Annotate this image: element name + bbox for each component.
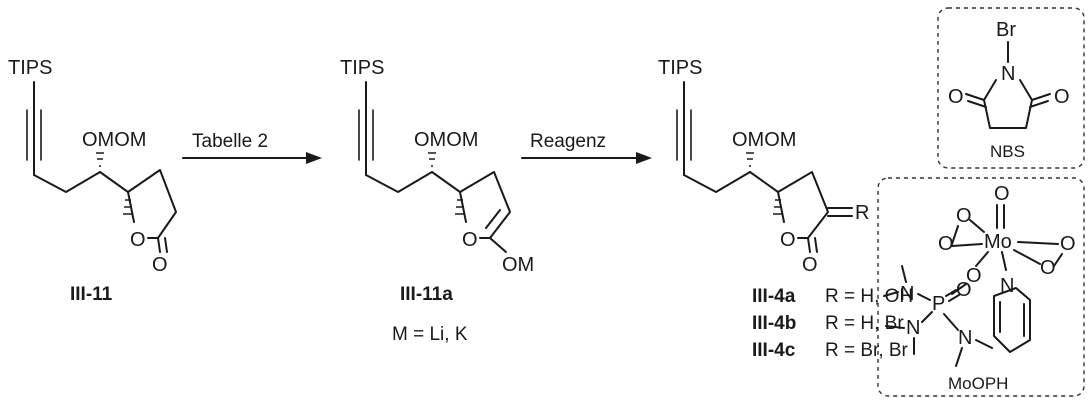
compound-r-iii-4a: R = H, OH: [825, 286, 913, 307]
nme2-n3: N: [958, 327, 972, 349]
compound-id-iii-4c: III-4c: [752, 340, 796, 361]
succinimide-ring: [983, 79, 1033, 129]
omom-label: OMOM: [414, 129, 478, 151]
nbs-o-right: O: [1054, 86, 1070, 108]
p-atom: P: [932, 293, 945, 315]
moooph-box: [877, 177, 1085, 397]
nme2-n1: N: [900, 283, 914, 305]
compound-label-iii-11: III-11: [70, 284, 113, 305]
peroxo-o4: O: [1040, 257, 1056, 279]
nme2-n2: N: [906, 317, 920, 339]
ring-oxygen: O: [462, 229, 478, 251]
compound-iii-11: TIPS OMOM O O III-11: [8, 57, 177, 305]
moooph-label: MoOPH: [948, 374, 1008, 393]
peroxo-o3: O: [1060, 233, 1076, 255]
tips-label: TIPS: [658, 57, 702, 79]
p-oxo-o: O: [956, 279, 972, 301]
nbs-br: Br: [996, 19, 1016, 41]
peroxo-o2: O: [938, 233, 954, 255]
compound-r-iii-4c: R = Br, Br: [825, 340, 909, 361]
ring-oxygen: O: [130, 229, 146, 251]
lactone-ring: [777, 171, 829, 239]
carbonyl-oxygen: O: [802, 254, 818, 276]
compound-r-iii-4b: R = H, Br: [825, 313, 904, 334]
mo-atom: Mo: [984, 231, 1012, 253]
arrow-2-label: Reagenz: [530, 131, 606, 152]
compound-iii-4: TIPS OMOM O O R III-4a R = H, OH III-4b …: [658, 57, 913, 361]
mo-oxo-o: O: [994, 183, 1010, 205]
chain-bond: [33, 171, 101, 193]
reaction-arrow-2: Reagenz: [521, 131, 652, 164]
pyridine-ring: [993, 287, 1031, 353]
peroxo-o1: O: [956, 205, 972, 227]
ring-oxygen: O: [780, 229, 796, 251]
r-group: R: [855, 202, 869, 224]
compound-iii-11a: TIPS OMOM O OM III-11a M = Li, K: [340, 57, 534, 345]
omom-label: OMOM: [82, 129, 146, 151]
nbs-n: N: [1001, 63, 1015, 85]
compound-id-iii-4a: III-4a: [752, 286, 796, 307]
nbs-o-left: O: [948, 86, 964, 108]
tips-label: TIPS: [8, 57, 52, 79]
compound-label-iii-11a: III-11a: [400, 284, 453, 305]
chain-bond: [99, 171, 129, 193]
nbs-label: NBS: [990, 142, 1025, 161]
omom-label: OMOM: [732, 129, 796, 151]
compound-id-iii-4b: III-4b: [752, 313, 796, 334]
moooph-reagent: O Mo O O O O O N P O N N: [877, 177, 1085, 397]
arrow-1-label: Tabelle 2: [192, 131, 268, 152]
tips-label: TIPS: [340, 57, 384, 79]
carbonyl-oxygen: O: [152, 254, 168, 276]
dihydrofuran-ring: [459, 171, 511, 239]
lactone-ring: [127, 169, 177, 239]
nbs-reagent: Br N O O NBS: [937, 7, 1085, 169]
metal-note: M = Li, K: [392, 324, 468, 345]
reaction-arrow-1: Tabelle 2: [182, 131, 322, 164]
enolate-om: OM: [502, 254, 534, 276]
mo-o-p-oxygen: O: [966, 265, 982, 287]
nbs-box: [937, 7, 1085, 169]
